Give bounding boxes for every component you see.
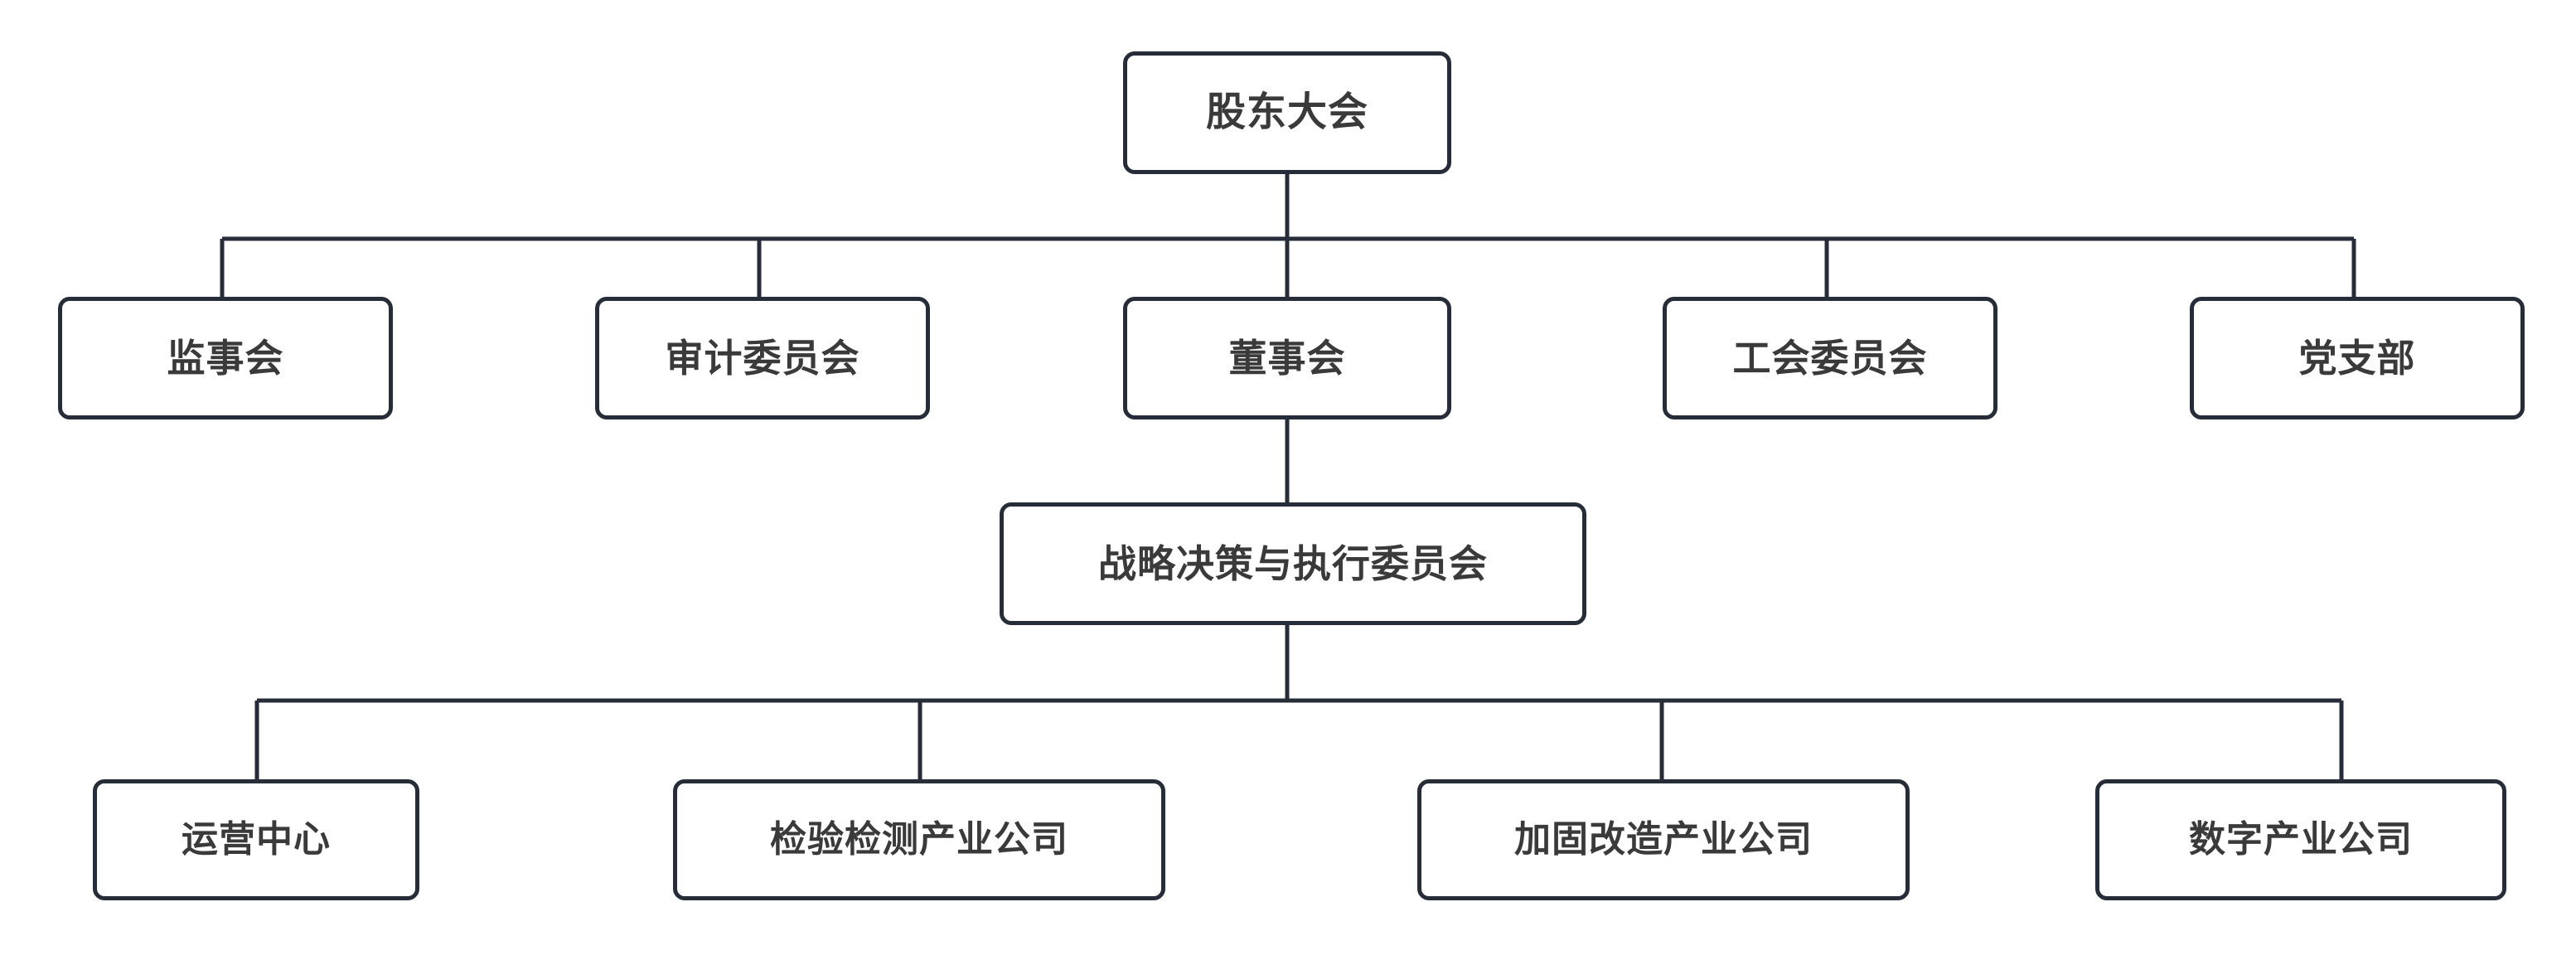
n-board-of-directors[interactable]: 董事会 (1123, 297, 1451, 419)
n-shareholders-meeting-label: 股东大会 (1205, 90, 1368, 134)
n-board-of-supervisors[interactable]: 监事会 (58, 297, 393, 419)
n-inspection-company-label: 检验检测产业公司 (770, 818, 1068, 860)
n-board-of-directors-label: 董事会 (1228, 336, 1346, 380)
n-operations-center-label: 运营中心 (182, 818, 331, 860)
n-party-branch[interactable]: 党支部 (2190, 297, 2525, 419)
n-reinforcement-company-label: 加固改造产业公司 (1514, 818, 1813, 860)
n-inspection-company[interactable]: 检验检测产业公司 (673, 779, 1165, 900)
n-digital-company-label: 数字产业公司 (2189, 818, 2413, 860)
n-strategy-committee-label: 战略决策与执行委员会 (1098, 541, 1488, 585)
n-union-committee-label: 工会委员会 (1732, 336, 1928, 380)
n-board-of-supervisors-label: 监事会 (167, 336, 284, 380)
n-operations-center[interactable]: 运营中心 (93, 779, 419, 900)
n-audit-committee-label: 审计委员会 (665, 336, 860, 380)
n-audit-committee[interactable]: 审计委员会 (595, 297, 930, 419)
n-party-branch-label: 党支部 (2298, 336, 2416, 380)
n-shareholders-meeting[interactable]: 股东大会 (1123, 51, 1451, 174)
n-reinforcement-company[interactable]: 加固改造产业公司 (1417, 779, 1910, 900)
n-digital-company[interactable]: 数字产业公司 (2095, 779, 2506, 900)
n-union-committee[interactable]: 工会委员会 (1663, 297, 1997, 419)
n-strategy-committee[interactable]: 战略决策与执行委员会 (1000, 502, 1586, 625)
